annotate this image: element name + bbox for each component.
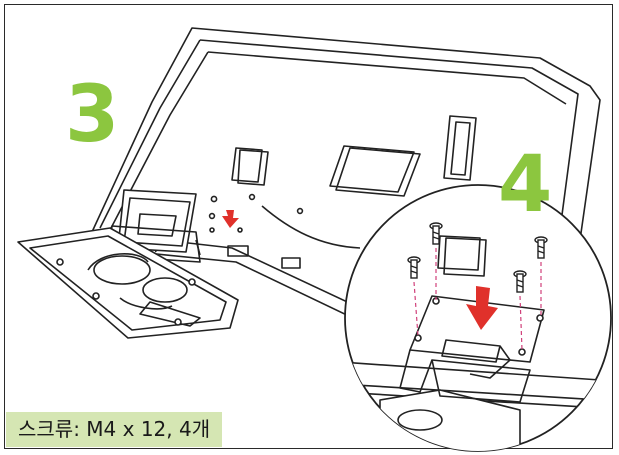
- screw-spec-caption: 스크류: M4 x 12, 4개: [6, 412, 222, 447]
- step-number-4: 4: [498, 146, 552, 224]
- step-number-3: 3: [65, 76, 119, 154]
